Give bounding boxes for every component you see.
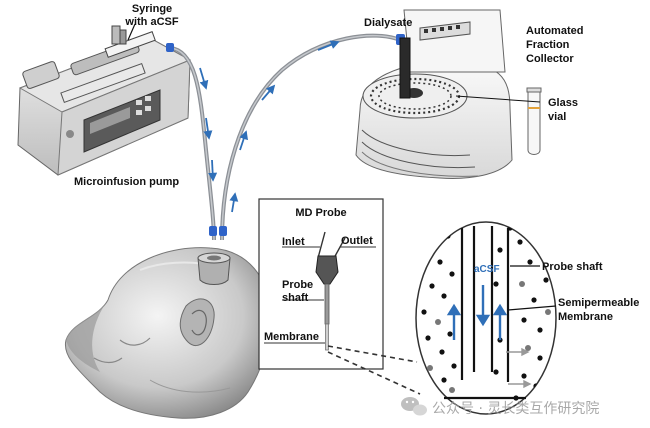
acsf-flow-arrows [446,285,508,340]
semipermeable-leader [507,305,557,311]
microinfusion-pump [17,25,192,176]
collector-label-line1: Automated [526,25,583,37]
probe-walls-zoom [444,226,526,400]
tube-connector-pump [166,43,174,52]
flow-arrow-up-2 [239,130,248,151]
glass-vial-leader-line [455,95,541,103]
syringe-leader-line [127,23,136,41]
dispensing-arm [399,37,411,99]
probe-shaft-label-line2: shaft [282,292,309,304]
collector-label-line3: Collector [526,53,574,65]
flow-arrow-up-3 [261,84,276,101]
outlet-tubing [220,33,401,241]
pump-knob-icon [66,130,74,138]
pump-label: Microinfusion pump [74,176,179,188]
md-probe-box: MD Probe Inlet Outlet Probe shaft Membra… [258,198,384,370]
flow-arrow-down-3 [208,159,218,182]
tube-connector-inlet [209,226,217,236]
glass-vial-label-line1: Glass [548,97,578,109]
zoom-connector-line-1 [327,345,418,363]
md-probe-icon [315,231,346,351]
skull-cannula-icon [197,252,231,285]
glass-vial-icon [526,87,542,155]
flow-arrow-down-2 [203,117,213,140]
probe-shaft-label-line1: Probe [282,279,313,291]
inlet-tubing [169,46,216,241]
syringe-icon [104,25,156,58]
watermark-text: 公众号 · 灵长类互作研究院 [432,401,599,417]
pump-display-panel [83,89,161,153]
membrane-zoom-view: aCSF [415,221,557,415]
membrane-label: Membrane [264,331,319,343]
zoom-connector-line-2 [327,351,421,395]
tube-connector-outlet [219,226,227,236]
semipermeable-label-line2: Membrane [558,311,613,323]
ear-shape [179,298,215,347]
syringe-label-line2: with aCSF [124,16,178,28]
wechat-icon [401,397,427,416]
zoom-probe-shaft-label: Probe shaft [542,261,603,273]
flow-arrows [199,40,340,213]
flow-arrow-up-4 [317,40,340,51]
inlet-label: Inlet [282,236,305,248]
collector-label-line2: Fraction [526,39,570,51]
semipermeable-label-line1: Semipermeable [558,297,639,309]
glass-vial-label-line2: vial [548,111,566,123]
diffusion-arrows [506,347,532,389]
md-probe-title: MD Probe [295,207,346,219]
dialysate-label: Dialysate [364,17,412,29]
flow-arrow-up-1 [229,192,239,213]
zoom-acsf-label: aCSF [474,264,500,275]
syringe-label-line1: Syringe [132,3,172,15]
outlet-label: Outlet [341,235,373,247]
fraction-collector [355,9,513,179]
flow-arrow-down-1 [199,67,209,90]
watermark: 公众号 · 灵长类互作研究院 [401,397,599,417]
monkey-head-model [64,247,271,419]
